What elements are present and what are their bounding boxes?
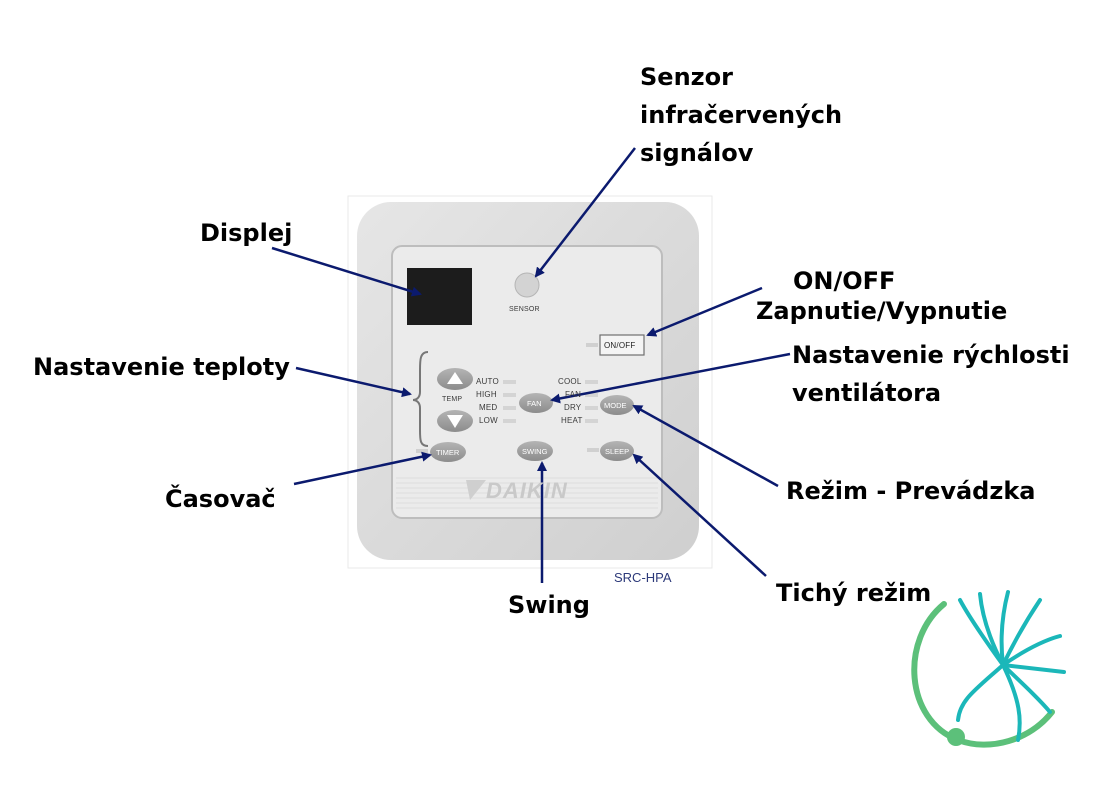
fan-level-auto: AUTO bbox=[476, 377, 499, 386]
model-label: SRC-HPA bbox=[614, 570, 672, 585]
callout-display: Displej bbox=[200, 219, 293, 247]
arrow-sensor bbox=[534, 147, 636, 278]
mode-button[interactable] bbox=[600, 395, 634, 415]
arrow-sleep bbox=[632, 453, 767, 577]
company-logo-icon bbox=[911, 590, 1066, 748]
arrow-display bbox=[271, 246, 422, 297]
up-arrow-icon bbox=[447, 372, 463, 384]
callout-fan-speed: Nastavenie rýchlosti ventilátora bbox=[792, 336, 1070, 412]
sleep-button-label[interactable]: SLEEP bbox=[605, 447, 630, 456]
callout-sleep: Tichý režim bbox=[776, 579, 932, 607]
arrow-mode bbox=[632, 404, 779, 488]
onoff-indicator bbox=[586, 343, 598, 347]
onoff-button-label[interactable]: ON/OFF bbox=[604, 341, 636, 350]
arrow-fan-speed bbox=[550, 352, 791, 404]
arrow-temperature bbox=[295, 366, 412, 398]
callout-temperature: Nastavenie teploty bbox=[33, 353, 290, 381]
swing-button[interactable] bbox=[517, 441, 553, 461]
callout-onoff-desc: Zapnutie/Vypnutie bbox=[756, 297, 1008, 325]
callout-fan-speed-line1: Nastavenie rýchlosti bbox=[792, 341, 1070, 369]
brand-logo: DAIKIN bbox=[486, 478, 568, 503]
fan-level-high: HIGH bbox=[476, 390, 497, 399]
down-arrow-icon bbox=[447, 415, 463, 428]
mode-button-label[interactable]: MODE bbox=[604, 401, 627, 410]
callout-sensor: Senzor infračervených signálov bbox=[640, 58, 842, 172]
callout-sensor-line1: Senzor bbox=[640, 63, 733, 91]
callout-fan-speed-line2: ventilátora bbox=[792, 379, 942, 407]
mode-cool: COOL bbox=[558, 377, 582, 386]
brand-logo-triangle bbox=[466, 480, 486, 500]
callout-sensor-line2: infračervených bbox=[640, 101, 843, 129]
mode-fan: FAN bbox=[565, 390, 582, 399]
arrow-onoff bbox=[646, 286, 763, 337]
callout-mode: Režim - Prevádzka bbox=[786, 477, 1036, 505]
callout-swing: Swing bbox=[508, 591, 590, 619]
sensor-dot bbox=[514, 272, 540, 298]
arrow-timer bbox=[293, 451, 432, 486]
fan-level-indicators bbox=[503, 380, 516, 423]
fan-level-med: MED bbox=[479, 403, 498, 412]
brand-stripes bbox=[396, 477, 658, 509]
timer-button-label[interactable]: TIMER bbox=[436, 448, 460, 457]
mode-dry: DRY bbox=[564, 403, 582, 412]
timer-indicator bbox=[416, 449, 428, 453]
sensor-label: SENSOR bbox=[509, 306, 540, 313]
mode-indicators bbox=[585, 380, 598, 423]
callout-sensor-line3: signálov bbox=[640, 139, 754, 167]
callout-arrows bbox=[271, 147, 791, 583]
timer-button[interactable] bbox=[430, 442, 466, 462]
fan-level-low: LOW bbox=[479, 416, 498, 425]
fan-button[interactable] bbox=[519, 393, 553, 413]
swing-button-label[interactable]: SWING bbox=[522, 447, 548, 456]
temp-bracket bbox=[412, 351, 429, 447]
sleep-indicator bbox=[587, 448, 599, 452]
display-screen bbox=[407, 268, 472, 325]
callout-onoff-title: ON/OFF bbox=[793, 267, 896, 295]
sleep-button[interactable] bbox=[600, 441, 634, 461]
mode-heat: HEAT bbox=[561, 416, 583, 425]
onoff-button-shape bbox=[599, 334, 645, 356]
callout-timer: Časovač bbox=[165, 485, 276, 513]
fan-button-label[interactable]: FAN bbox=[527, 399, 542, 408]
temp-label: TEMP bbox=[442, 396, 463, 403]
